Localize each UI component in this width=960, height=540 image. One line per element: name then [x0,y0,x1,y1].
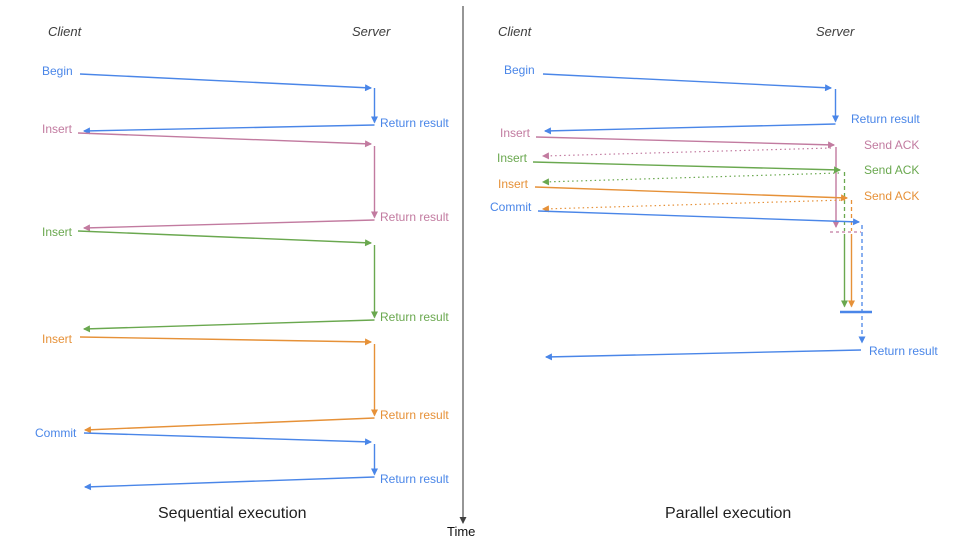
par-insert3-ack-label: Send ACK [864,189,920,203]
seq-insert2-response-label: Return result [380,310,449,324]
par-commit-request-arrow [537,210,861,226]
seq-insert2-response-arrow [82,319,375,333]
par-begin-label: Begin [504,63,535,77]
par-insert3-request-arrow [534,186,849,202]
par-insert1-label: Insert [500,126,531,140]
par-insert3-ack-arrow [541,199,846,213]
seq-insert1-label: Insert [42,122,73,136]
sequential-panel-arrows [77,73,378,491]
seq-insert2-label: Insert [42,225,73,239]
seq-commit-request-arrow [83,432,373,446]
sequential-caption: Sequential execution [158,505,307,522]
seq-insert2-request-arrow [77,230,373,247]
par-insert1-request-arrow [535,136,836,149]
parallel-caption: Parallel execution [665,505,792,522]
seq-insert1-response-label: Return result [380,210,449,224]
seq-begin-request-arrow [79,73,373,92]
seq-server-label: Server [352,24,391,39]
seq-commit-response-label: Return result [380,472,449,486]
par-begin-request-arrow [542,73,833,92]
par-begin-response-label: Return result [851,112,920,126]
par-commit-label: Commit [490,200,532,214]
seq-insert3-request-arrow [79,336,373,346]
par-insert3-label: Insert [498,177,529,191]
seq-insert3-response-label: Return result [380,408,449,422]
seq-commit-label: Commit [35,426,77,440]
par-commit-response-label: Return result [869,344,938,358]
par-insert2-ack-arrow [541,172,840,186]
seq-begin-response-arrow [82,124,375,135]
seq-insert1-request-arrow [77,132,373,148]
time-axis-label: Time [447,524,476,539]
seq-client-label: Client [48,24,82,39]
par-client-label: Client [498,24,532,39]
par-server-label: Server [816,24,855,39]
parallel-panel-arrows [532,73,872,361]
par-begin-response-arrow [543,123,836,135]
seq-insert3-response-arrow [83,417,375,434]
par-insert2-label: Insert [497,151,528,165]
par-insert1-ack-label: Send ACK [864,138,920,152]
seq-commit-response-arrow [83,476,375,491]
seq-insert1-response-arrow [82,219,375,232]
par-commit-response-arrow [544,349,862,361]
seq-insert3-label: Insert [42,332,73,346]
seq-begin-label: Begin [42,64,73,78]
par-insert1-ack-arrow [541,147,832,160]
seq-begin-response-label: Return result [380,116,449,130]
par-insert2-request-arrow [532,161,842,174]
par-insert2-ack-label: Send ACK [864,163,920,177]
